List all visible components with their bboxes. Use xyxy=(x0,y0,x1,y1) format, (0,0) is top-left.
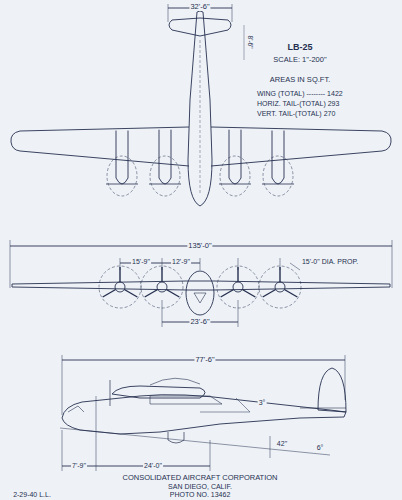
prop-disc xyxy=(99,266,141,308)
dimension: 24'-0" xyxy=(143,462,163,469)
maker-city: SAN DIEGO, CALIF. xyxy=(167,483,233,490)
nacelle xyxy=(157,282,167,292)
prop-disc xyxy=(107,156,137,196)
drawing-date: 2-29-40 L.L. xyxy=(12,491,52,498)
prop-disc xyxy=(220,156,250,196)
angle: 3° xyxy=(258,399,267,406)
prop-blade xyxy=(145,290,158,298)
dimension: 77'-6" xyxy=(194,356,215,364)
dimension: 135'-0" xyxy=(187,242,212,250)
maker-name: CONSOLIDATED AIRCRAFT CORPORATION xyxy=(121,474,278,482)
nacelle xyxy=(115,282,125,292)
drawing-title: LB-25 xyxy=(286,43,313,52)
dimension: 15'-9" xyxy=(131,258,151,265)
area-row: HORIZ. TAIL-(TOTAL) 293 xyxy=(256,100,340,107)
dimension: 32'-6" xyxy=(189,3,210,11)
dimension: 8'-6" xyxy=(247,35,254,50)
prop-disc xyxy=(259,266,301,308)
extension-line xyxy=(162,258,163,270)
prop-blade xyxy=(149,184,181,185)
dimension: 7'-9" xyxy=(71,462,87,469)
nacelle xyxy=(275,282,285,292)
top-view xyxy=(11,4,391,206)
prop-blade xyxy=(284,290,297,298)
prop-blade xyxy=(219,184,251,185)
extension-line xyxy=(120,258,121,270)
dimension: 23'-6" xyxy=(189,318,210,326)
prop-disc xyxy=(150,156,180,196)
photo-number: PHOTO NO. 13462 xyxy=(169,491,232,498)
table-heading: AREAS IN SQ.FT. xyxy=(269,76,331,84)
scale-note: SCALE: 1"-200" xyxy=(272,56,327,64)
nacelle xyxy=(116,131,128,184)
area-row: WING (TOTAL) -------- 1422 xyxy=(256,90,344,97)
side-view xyxy=(60,355,346,471)
angle: 6° xyxy=(316,444,325,451)
dimension: 12'-9" xyxy=(171,258,191,265)
prop-disc xyxy=(263,156,293,196)
prop-blade xyxy=(103,290,116,298)
prop-note: 15'-0" DIA. PROP. xyxy=(301,258,359,265)
prop-blade xyxy=(166,290,179,298)
front-view xyxy=(10,240,392,327)
prop-blade xyxy=(242,290,255,298)
prop-blade xyxy=(221,290,234,298)
nacelle xyxy=(272,131,284,184)
dimension: 42" xyxy=(276,440,288,447)
prop-blade xyxy=(124,290,137,298)
extension-line xyxy=(238,258,239,270)
area-row: VERT. TAIL-(TOTAL) 270 xyxy=(256,110,336,117)
extension-line xyxy=(280,258,281,270)
nacelle xyxy=(233,282,243,292)
prop-blade xyxy=(263,290,276,298)
prop-blade xyxy=(262,184,294,185)
prop-blade xyxy=(106,184,138,185)
